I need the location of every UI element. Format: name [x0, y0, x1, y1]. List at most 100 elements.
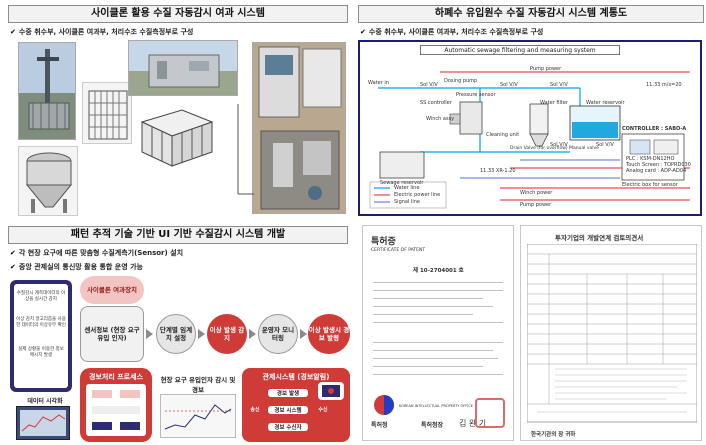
step-monitor-text: 운영자 모니터링 — [261, 326, 295, 342]
cert-number: 제 10-2704001 호 — [413, 268, 464, 274]
cert-line — [373, 298, 483, 299]
diagram-bullet-text: 수중 취수부, 사이클론 여과부, 처리수조 수질측정부로 구성 — [368, 28, 544, 36]
label-ss-controller: SS controller — [420, 100, 452, 106]
label-sol-vv-2: Sol V/V — [500, 82, 518, 88]
step-alarm: 이상 발생시 경보 발령 — [308, 314, 350, 354]
phone-text-3: 실제 상황을 이용한 정보 메시지 발생 — [18, 347, 64, 358]
label-drain-valve: Drain Valve (for overflow) Manual valve — [510, 146, 599, 151]
label-winch-power: Winch power — [520, 190, 553, 196]
interior-equipment-photo — [252, 42, 346, 214]
river-intake-photo — [18, 42, 76, 140]
cert-heading: 특허증 — [371, 237, 396, 247]
send-label: 송신 — [250, 407, 260, 413]
review-form-document: 투자기업의 개발연계 검토의견서 한국기관의 장 귀하 — [520, 225, 702, 441]
web-visualization-label: 데이터 시각화 — [27, 398, 63, 405]
flow-arrow-4 — [300, 329, 307, 339]
enclosure-render — [132, 100, 220, 170]
control-item-system: 경보 시스템 — [268, 406, 308, 414]
label-sol-vv-m: Sol V/V — [550, 142, 568, 148]
label-water-reservoir: Water reservoir — [586, 100, 625, 106]
cert-line — [373, 374, 503, 375]
label-analog-card: Analog card : ADP-AD04 — [626, 168, 687, 174]
label-pump-power-2: Pump power — [520, 202, 552, 208]
ui-bullet-1-text: 각 현장 요구에 따른 맞춤형 수질계측기(Sensor) 설치 — [18, 249, 184, 257]
cert-line — [373, 306, 493, 307]
process-chart — [86, 384, 146, 436]
form-title: 투자기업의 개발연계 검토의견서 — [555, 234, 644, 242]
label-legend-water: Water line — [394, 185, 420, 191]
label-sol-vv-1: Sol V/V — [420, 82, 438, 88]
label-winch-assy: Winch assy — [426, 116, 455, 122]
cert-line — [373, 314, 473, 315]
check-icon: ✔ — [360, 28, 366, 36]
cyclone-pill-text: 사이클론 여과장치 — [86, 286, 138, 294]
diagram-panel-bullet: ✔수중 취수부, 사이클론 여과부, 처리수조 수질측정부로 구성 — [360, 27, 543, 37]
cert-signature: 김 완 기 — [459, 419, 487, 428]
check-icon: ✔ — [10, 28, 16, 36]
cage-render — [82, 82, 132, 144]
label-legend-electric: Electric power line — [394, 192, 441, 198]
cert-issuer-en: KOREAN INTELLECTUAL PROPERTY OFFICE — [399, 404, 473, 408]
label-water-filter: Water filter — [540, 100, 569, 106]
phone-text-1: 수질감시 계측데이터의 이상을 실시간 감지 — [16, 291, 66, 302]
connector-line — [237, 104, 254, 195]
ui-panel-title: 패턴 추적 기술 기반 UI 기반 수질감시 시스템 개발 — [8, 226, 348, 244]
step-detect: 이상 발생 감지 — [207, 314, 247, 354]
ui-bullet-2: ✔중앙 관제실의 통신망 활용 통합 운영 가능 — [10, 262, 143, 272]
control-system-title: 관제시스템 (경보알림) — [262, 373, 330, 381]
form-footer: 한국기관의 장 귀하 — [531, 432, 576, 438]
official-seal-icon — [475, 398, 505, 428]
cert-line — [373, 322, 503, 323]
cert-subheading: CERTIFICATE OF PATENT — [371, 248, 426, 253]
label-touch-screen: Touch Screen : TOPRD030 — [626, 162, 691, 168]
sensor-info-text: 센서정보 (현장 요구 유입 인자) — [84, 326, 140, 342]
diagram-lines — [369, 71, 690, 209]
cert-commissioner: 특허청장 — [421, 422, 444, 429]
step-threshold: 단계별 임계치 설정 — [156, 314, 196, 354]
step-monitor: 운영자 모니터링 — [258, 314, 298, 354]
flow-arrow-2 — [198, 329, 205, 339]
label-pump-power: Pump power — [530, 66, 562, 72]
step-detect-text: 이상 발생 감지 — [209, 326, 245, 342]
alarm-process-box: 경보처리 프로세스 — [80, 368, 152, 442]
cyclone-bullet-text: 수중 취수부, 사이클론 여과부, 처리수조 수질측정부로 구성 — [18, 28, 194, 36]
label-spec-top: 11.33 m/s=20 — [646, 82, 682, 88]
alert-server-icon — [318, 382, 344, 400]
label-controller: CONTROLLER : SABO-A — [622, 126, 687, 132]
cert-line — [373, 282, 503, 283]
label-legend-signal: Signal line — [394, 199, 420, 205]
cert-line — [373, 350, 493, 351]
cyclone-filter-panel: 사이클론 활용 수질 자동감시 여과 시스템 ✔수중 취수부, 사이클론 여과부… — [0, 0, 348, 220]
mobile-app-mockup: 수질감시 계측데이터의 이상을 실시간 감지 이상 감지 알고리즘을 사용한 데… — [10, 280, 72, 392]
system-diagram-panel: 하폐수 유입원수 수질 자동감시 시스템 계통도 ✔수중 취수부, 사이클론 여… — [354, 0, 706, 220]
cert-line — [373, 290, 503, 291]
alarm-process-title: 경보처리 프로세스 — [89, 373, 143, 381]
web-dashboard-mockup — [16, 406, 70, 440]
label-sol-vv-3: Sol V/V — [550, 82, 568, 88]
phone-text-2: 이상 감지 알고리즘을 사용한 데이터의 이상유무 확인 — [16, 317, 66, 328]
station-building-photo — [128, 40, 238, 96]
flow-arrow-1 — [146, 329, 153, 339]
cyclone-render — [18, 146, 78, 216]
check-icon: ✔ — [10, 263, 16, 271]
control-item-receiver: 경보 수신자 — [268, 423, 308, 431]
label-sewage-reservoir: Sewage reservoir — [380, 180, 424, 186]
diagram-frame: Automatic sewage filtering and measuring… — [358, 40, 702, 216]
flow-arrow-3 — [249, 329, 256, 339]
cert-line — [373, 342, 503, 343]
form-table — [527, 244, 697, 423]
label-dosing-pump: Dosing pump — [444, 78, 478, 84]
label-plc: PLC : KSM-DN12HO — [626, 156, 675, 162]
cert-line — [373, 366, 483, 367]
receive-label: 수신 — [318, 407, 328, 413]
label-sol-vv-4: Sol V/V — [596, 142, 614, 148]
diagram-title: Automatic sewage filtering and measuring… — [420, 45, 620, 55]
cyclone-filter-pill: 사이클론 여과장치 — [80, 276, 144, 304]
sensor-info-node: 센서정보 (현장 요구 유입 인자) — [80, 306, 144, 362]
kipo-logo — [373, 394, 395, 416]
cert-line — [373, 358, 498, 359]
patent-certificate: 특허증 CERTIFICATE OF PATENT 제 10-2704001 호… — [362, 225, 514, 441]
step-threshold-text: 단계별 임계치 설정 — [159, 326, 193, 342]
ui-bullet-1: ✔각 현장 요구에 따른 맞춤형 수질계측기(Sensor) 설치 — [10, 248, 183, 258]
cert-issuer: 특허청 — [371, 422, 388, 429]
